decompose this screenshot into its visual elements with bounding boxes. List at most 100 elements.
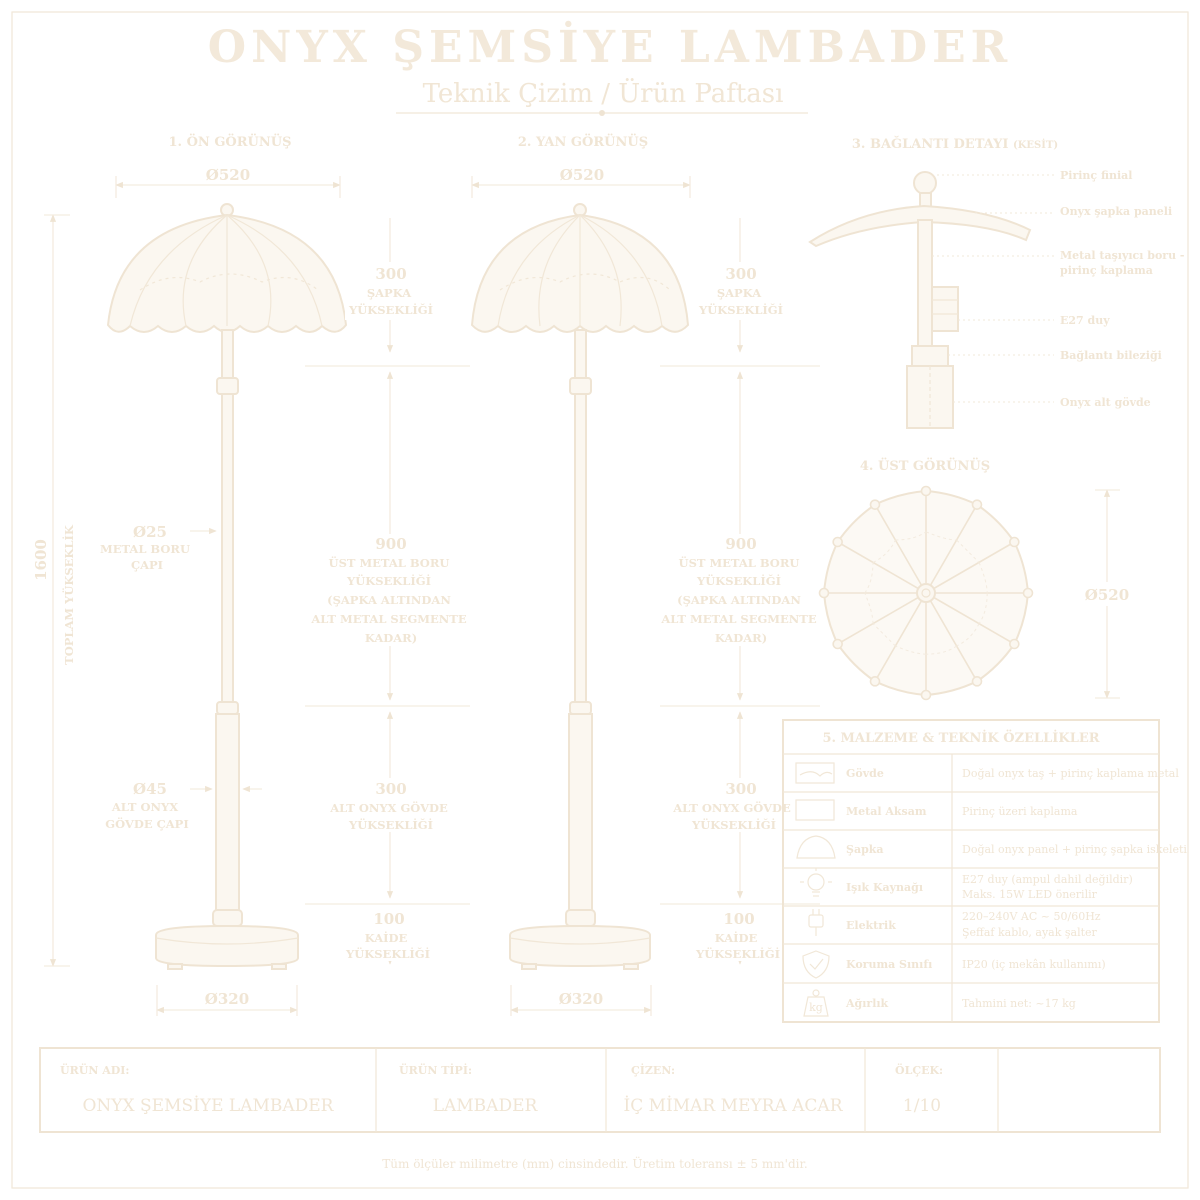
front-collar-mid [216, 701, 239, 715]
top-shade-rib [925, 541, 1015, 594]
pipe-diameter-value: Ø25 [133, 523, 167, 541]
svg-text:900: 900 [725, 535, 756, 553]
spec-value-shade: Doğal onyx panel + pirinç şapka iskeleti [962, 843, 1187, 856]
metal-swatch-icon [795, 799, 835, 821]
spec-label-metal: Metal Aksam [846, 805, 927, 818]
product-type-label: ÜRÜN TİPİ: [399, 1063, 472, 1077]
top-diameter: Ø520 [1085, 586, 1129, 604]
footer-note: Tüm ölçüler milimetre (mm) cinsindedir. … [382, 1155, 807, 1171]
pipe-height-label: ÜST METAL BORU YÜKSEKLİĞİ (ŞAPKA ALTINDA… [310, 556, 470, 645]
front-foot-left [167, 963, 183, 970]
side-shade-ribs [497, 214, 671, 327]
product-type-value: LAMBADER [433, 1096, 539, 1116]
callout-ring: Bağlantı bileziği [1060, 349, 1162, 362]
top-rib-tip [832, 536, 843, 548]
front-shade-ribs [129, 214, 323, 327]
top-shade-rib [925, 504, 978, 594]
top-onyx-vein [864, 592, 874, 624]
side-base-diameter: Ø320 [559, 990, 603, 1008]
front-base-diameter: Ø320 [205, 990, 249, 1008]
side-base [509, 924, 651, 968]
top-onyx-vein [956, 623, 980, 647]
top-rib-tip [832, 638, 843, 650]
spec-value-protection: IP20 (iç mekân kullanımı) [962, 958, 1106, 971]
top-onyx-vein [925, 531, 957, 541]
top-onyx-vein [925, 645, 957, 655]
detail-shade-panel [808, 204, 1032, 248]
front-collar-top [216, 377, 239, 395]
spec-value-body: Doğal onyx taş + pirinç kaplama metal [962, 767, 1179, 780]
subtitle-underline [396, 110, 808, 116]
shade-height-value: 300 [375, 265, 406, 283]
pipe-diameter-label: METAL BORU ÇAPI [100, 542, 194, 572]
weight-icon-glyph: kg [809, 1001, 823, 1014]
sheet-subtitle: Teknik Çizim / Ürün Paftası [423, 77, 784, 109]
callout-finial: Pirinç finial [1060, 169, 1132, 182]
top-rib-tip [869, 676, 881, 687]
detail-finial [913, 171, 937, 195]
onyx-diameter-value: Ø45 [133, 780, 167, 798]
top-onyx-vein [895, 531, 927, 541]
spec-label-protection: Koruma Sınıfı [846, 958, 932, 971]
detail-carrier-pipe [917, 219, 933, 351]
top-rib-tip [971, 676, 983, 687]
spec-value-metal: Pirinç üzeri kaplama [962, 805, 1078, 818]
front-view-title: 1. ÖN GÖRÜNÜŞ [168, 133, 291, 150]
scale-label: ÖLÇEK: [895, 1063, 943, 1077]
callout-carrier-pipe: Metal taşıyıcı boru - pirinç kaplama [1060, 249, 1188, 277]
scale-value: 1/10 [903, 1096, 941, 1116]
spec-value-electric: 220–240V AC ~ 50/60Hz Şeffaf kablo, ayak… [962, 910, 1104, 939]
top-rib-tip [818, 587, 830, 599]
svg-text:100: 100 [723, 910, 754, 928]
spec-value-light: E27 duy (ampul dahil değildir) Maks. 15W… [962, 873, 1136, 901]
detail-callout-labels: Pirinç finial Onyx şapka paneli Metal ta… [1060, 169, 1188, 409]
top-onyx-vein [864, 562, 874, 594]
bulb-icon [800, 868, 832, 897]
front-shade-diameter: Ø520 [206, 166, 250, 184]
svg-text:KAİDE YÜKSEKLİĞİ: KAİDE YÜKSEKLİĞİ [695, 931, 780, 961]
side-onyx-body [568, 713, 593, 911]
drawn-by-label: ÇİZEN: [631, 1063, 675, 1077]
onyx-height-label: ALT ONYX GÖVDE YÜKSEKLİĞİ [329, 801, 452, 832]
top-shade-rib [874, 592, 927, 682]
callout-shade-panel: Onyx şapka paneli [1060, 205, 1172, 218]
shield-icon [802, 950, 830, 979]
top-view-drawing [818, 485, 1034, 701]
spec-label-body: Gövde [846, 767, 884, 780]
detail-leader-lines [932, 174, 1054, 403]
pipe-height-value: 900 [375, 535, 406, 553]
top-shade-rib [837, 541, 927, 594]
top-onyx-vein [872, 539, 896, 563]
top-onyx-vein [872, 623, 896, 647]
spec-table-title: 5. MALZEME & TEKNİK ÖZELLİKLER [822, 729, 1099, 746]
onyx-height-value: 300 [375, 780, 406, 798]
spec-label-weight: Ağırlık [845, 997, 889, 1010]
svg-text:ALT ONYX GÖVDE YÜKSEKLİĞ: ALT ONYX GÖVDE YÜKSEKLİĞİ [672, 801, 795, 832]
side-view-lamp [470, 203, 690, 970]
top-rib-tip [1009, 638, 1020, 650]
top-onyx-vein [956, 539, 980, 563]
front-base [155, 924, 299, 968]
side-view-title: 2. YAN GÖRÜNÜŞ [518, 133, 648, 150]
svg-text:ÜST METAL BORU YÜKSEKLİĞ: ÜST METAL BORU YÜKSEKLİĞİ (ŞAPKA ALTINDA… [660, 556, 820, 645]
top-shade-rib [925, 592, 1015, 645]
total-height-value: 1600 [32, 539, 50, 581]
connection-detail-drawing [808, 171, 1032, 429]
top-center-cap [921, 588, 931, 598]
dim-labels-1: 300 ŞAPKA YÜKSEKLİĞİ 900 ÜST METAL BORU … [310, 262, 470, 961]
drawn-by-value: İÇ MİMAR MEYRA ACAR [623, 1095, 843, 1116]
shade-height-label: ŞAPKA YÜKSEKLİĞİ [348, 286, 433, 317]
detail-e27-socket [931, 286, 959, 332]
top-rib-tip [1022, 587, 1034, 599]
detail-connection-ring [911, 345, 949, 367]
page-frame [11, 11, 1189, 1189]
sheet-title: ONYX ŞEMSİYE LAMBADER [208, 19, 1012, 73]
product-name-label: ÜRÜN ADI: [60, 1063, 130, 1077]
svg-text:300: 300 [725, 780, 756, 798]
onyx-diameter-label: ALT ONYX GÖVDE ÇAPI [105, 800, 188, 831]
detail-view-title: 3. BAĞLANTI DETAYI (KESİT) [852, 135, 1058, 152]
weight-icon [803, 989, 829, 1017]
product-name-value: ONYX ŞEMSİYE LAMBADER [83, 1095, 335, 1116]
spec-value-weight: Tahmini net: ~17 kg [962, 997, 1076, 1010]
